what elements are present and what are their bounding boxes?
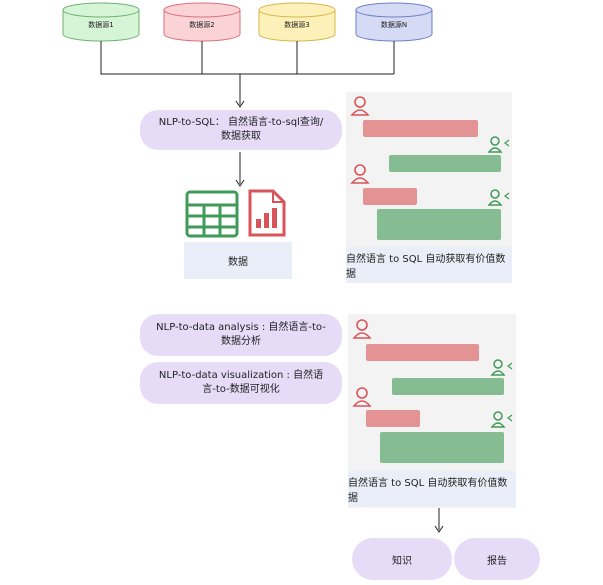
knowledge-output: 知识 [352,538,452,580]
user-icon [352,319,372,339]
user-message-bar [363,188,417,205]
bot-user-icon [487,136,510,153]
nlp-to-sql-line1: NLP-to-SQL： 自然语言-to-sql查询/ [158,117,324,128]
database-2-label: 数据源2 [189,21,215,29]
user-message-bar [363,120,478,137]
bot-user-icon [490,411,513,428]
nlp-to-data-visualization-step: NLP-to-data visualization : 自然语 言-to-数据可… [140,362,342,404]
arrow-down-icon [235,152,245,187]
user-message-bar [366,410,420,427]
nlp-visual-line1: NLP-to-data visualization : 自然语 [158,370,324,381]
arrow-down-icon [434,508,444,533]
nlp-visual-line2: 言-to-数据可视化 [202,384,280,395]
bot-message-bar [389,155,501,172]
chat-caption-top: 自然语言 to SQL 自动获取有价值数据 [346,247,512,283]
user-message-bar [366,344,479,361]
nlp-to-data-analysis-step: NLP-to-data analysis : 自然语言-to- 数据分析 [140,314,342,356]
database-n-label: 数据源N [380,21,408,29]
data-box: 数据 [184,242,292,279]
chat-caption-bottom: 自然语言 to SQL 自动获取有价值数据 [348,471,516,507]
database-2 [163,2,241,42]
table-icon [185,190,239,238]
report-output: 报告 [454,538,540,580]
database-3-label: 数据源3 [284,21,310,29]
nlp-to-sql-step: NLP-to-SQL： 自然语言-to-sql查询/ 数据获取 [140,110,342,150]
database-1 [62,2,140,42]
chart-document-icon [248,189,286,237]
user-icon [352,387,372,407]
nlp-analysis-line2: 数据分析 [221,336,261,347]
bot-message-bar [377,209,501,240]
nlp-analysis-line1: NLP-to-data analysis : 自然语言-to- [156,322,326,333]
nlp-to-sql-line2: 数据获取 [221,131,261,142]
merge-connector [100,41,395,108]
database-row [62,2,433,108]
bot-user-icon [487,189,510,206]
user-icon [350,164,370,184]
database-n [355,2,433,42]
database-1-label: 数据源1 [88,21,114,29]
user-icon [350,96,370,116]
bot-message-bar [380,432,504,463]
bot-user-icon [490,359,513,376]
bot-message-bar [392,378,504,395]
